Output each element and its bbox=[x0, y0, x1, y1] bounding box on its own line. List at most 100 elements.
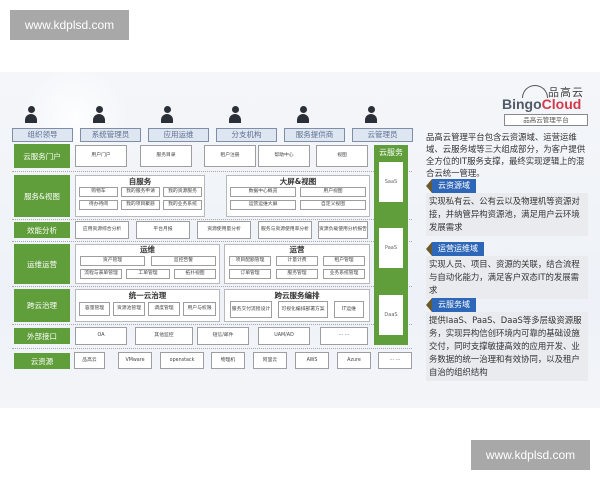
orchestration-item: 服务交付流程设计 bbox=[230, 301, 272, 318]
role-org-leader: 组织领导 bbox=[12, 128, 73, 142]
portal-item: 帮助中心 bbox=[258, 145, 310, 167]
role-branch: 分支机构 bbox=[216, 128, 277, 142]
person-icon bbox=[296, 106, 310, 128]
layer-label-resources: 云资源 bbox=[14, 353, 70, 369]
tier-saas: SaaS bbox=[379, 162, 403, 202]
governance-item: 容量管理 bbox=[79, 302, 110, 316]
domain-desc-service: 提供IaaS、PaaS、DaaS等多层级资源服务，实现异构信创环境内可靠的基础设… bbox=[426, 312, 588, 381]
self-service-title: 自服务 bbox=[128, 177, 152, 186]
divider bbox=[12, 324, 412, 325]
logo-en: BingoCloud bbox=[502, 96, 582, 112]
divider bbox=[12, 171, 412, 172]
resource-item: 物理机 bbox=[211, 352, 245, 369]
governance-item: 调度管理 bbox=[148, 302, 180, 316]
layer-label-ops: 运维运营 bbox=[14, 244, 70, 284]
portal-item: 服务目录 bbox=[140, 145, 192, 167]
big-screen-title: 大屏&视图 bbox=[279, 177, 317, 186]
maintenance-item: 监控告警 bbox=[151, 256, 216, 266]
logo-cn: 品高云 bbox=[548, 86, 584, 99]
orchestration-title: 跨云服务编排 bbox=[274, 291, 320, 300]
operation-item: 租户管理 bbox=[323, 256, 365, 266]
self-service-item: 我的服务申请 bbox=[121, 187, 160, 197]
person-icon bbox=[228, 106, 242, 128]
self-service-item: 我的项目聚簖 bbox=[121, 200, 160, 210]
operation-item: 项目配额管理 bbox=[229, 256, 271, 266]
portal-item: 视图 bbox=[316, 145, 368, 167]
analytics-item: 资源使用量分析 bbox=[197, 221, 251, 239]
external-item: OA bbox=[75, 327, 127, 345]
cloud-service-title: 云服务 bbox=[379, 148, 403, 157]
maintenance-item: 拓扑视图 bbox=[174, 269, 216, 279]
orchestration-item: IT运维 bbox=[334, 301, 364, 318]
self-service-item: 我的资源服务 bbox=[163, 187, 202, 197]
portal-item: 用户门户 bbox=[75, 145, 127, 167]
governance-item: 用户与权限 bbox=[183, 302, 216, 316]
operation-item: 服务管理 bbox=[276, 269, 318, 279]
person-icon bbox=[160, 106, 174, 128]
external-item: 短信/邮件 bbox=[197, 327, 249, 345]
role-app-ops: 应用运维 bbox=[148, 128, 209, 142]
external-item: ··· ··· bbox=[320, 327, 368, 345]
watermark-top: www.kdplsd.com bbox=[10, 10, 129, 40]
cloud-service-column: 云服务 SaaS PaaS DaaS bbox=[374, 145, 408, 345]
layer-label-service-view: 服务&视图 bbox=[14, 175, 70, 217]
person-icon bbox=[364, 106, 378, 128]
watermark-bottom: www.kdplsd.com bbox=[471, 440, 590, 470]
resource-item: 品高云 bbox=[74, 352, 105, 369]
resource-item: VMware bbox=[118, 352, 152, 369]
layer-label-cross-cloud: 跨云治理 bbox=[14, 289, 70, 322]
layer-label-portal: 云服务门户 bbox=[14, 144, 70, 168]
tier-paas: PaaS bbox=[379, 228, 403, 268]
analytics-item: 服务与资源使用率分析 bbox=[258, 221, 312, 239]
domain-desc-resource: 实现私有云、公有云以及物理机等资源对接，并纳管异构资源池，满足用户云环境发展需求 bbox=[426, 193, 588, 236]
external-item: 其他监控 bbox=[135, 327, 193, 345]
operation-item: 订单管理 bbox=[229, 269, 271, 279]
resource-item: 阿里云 bbox=[253, 352, 287, 369]
domain-tag-ops: 运营运维域 bbox=[426, 242, 484, 256]
analytics-item: 资源负载使用分析报告 bbox=[318, 221, 368, 239]
self-service-item: 待办待阅 bbox=[79, 200, 118, 210]
analytics-item: 平台月报 bbox=[136, 221, 190, 239]
orchestration-item: 可视化编排部署方案 bbox=[278, 301, 328, 318]
operation-item: 业务系统管理 bbox=[323, 269, 365, 279]
domain-desc-ops: 实现人员、项目、资源的关联，结合流程与自动化能力，满足客户双态IT的发展需求 bbox=[426, 256, 588, 299]
divider bbox=[12, 348, 412, 349]
maintenance-title: 运维 bbox=[140, 245, 155, 254]
divider bbox=[12, 286, 412, 287]
architecture-panel: 组织领导 系统管理员 应用运维 分支机构 服务提供商 云管理员 云服务门户 用户… bbox=[0, 62, 600, 408]
domain-tag-service: 云服务域 bbox=[426, 298, 476, 312]
logo-subtitle: 品高云管理平台 bbox=[504, 114, 588, 126]
big-screen-item: 数据中心概览 bbox=[230, 187, 296, 197]
resource-item: ··· ··· bbox=[378, 352, 412, 369]
person-icon bbox=[92, 106, 106, 128]
role-sys-admin: 系统管理员 bbox=[80, 128, 141, 142]
operation-item: 计量计费 bbox=[276, 256, 318, 266]
operation-title: 运营 bbox=[289, 245, 305, 254]
maintenance-item: 流程与表单管理 bbox=[80, 269, 122, 279]
governance-item: 资源池管理 bbox=[113, 302, 145, 316]
self-service-item: 购物车 bbox=[79, 187, 118, 197]
big-screen-item: 自定义视图 bbox=[300, 200, 366, 210]
analytics-item: 应用资源综合分析 bbox=[75, 221, 129, 239]
portal-item: 租户注册 bbox=[204, 145, 256, 167]
divider bbox=[12, 219, 412, 220]
role-provider: 服务提供商 bbox=[284, 128, 345, 142]
self-service-item: 我的业务系统 bbox=[163, 200, 202, 210]
intro-text: 品高云管理平台包含云资源域、运营运维域、云服务域等三大组成部分，为客户提供全方位… bbox=[426, 132, 586, 178]
resource-item: Azure bbox=[337, 352, 371, 369]
big-screen-item: 用户视图 bbox=[300, 187, 366, 197]
domain-tag-resource: 云资源域 bbox=[426, 179, 476, 193]
external-item: UAM/AD bbox=[258, 327, 310, 345]
tier-daas: DaaS bbox=[379, 295, 403, 335]
bingocloud-logo: 品高云 BingoCloud 品高云管理平台 bbox=[502, 84, 590, 128]
resource-item: AWS bbox=[295, 352, 329, 369]
maintenance-item: 资产管理 bbox=[80, 256, 145, 266]
layer-label-analytics: 效能分析 bbox=[14, 222, 70, 238]
maintenance-item: 工单管理 bbox=[126, 269, 170, 279]
big-screen-item: 运营运维大屏 bbox=[230, 200, 296, 210]
governance-title: 统一云治理 bbox=[128, 291, 167, 300]
resource-item: openstack bbox=[160, 352, 204, 369]
divider bbox=[12, 241, 412, 242]
role-cloud-admin: 云管理员 bbox=[352, 128, 413, 142]
layer-label-external: 外部接口 bbox=[14, 328, 70, 344]
